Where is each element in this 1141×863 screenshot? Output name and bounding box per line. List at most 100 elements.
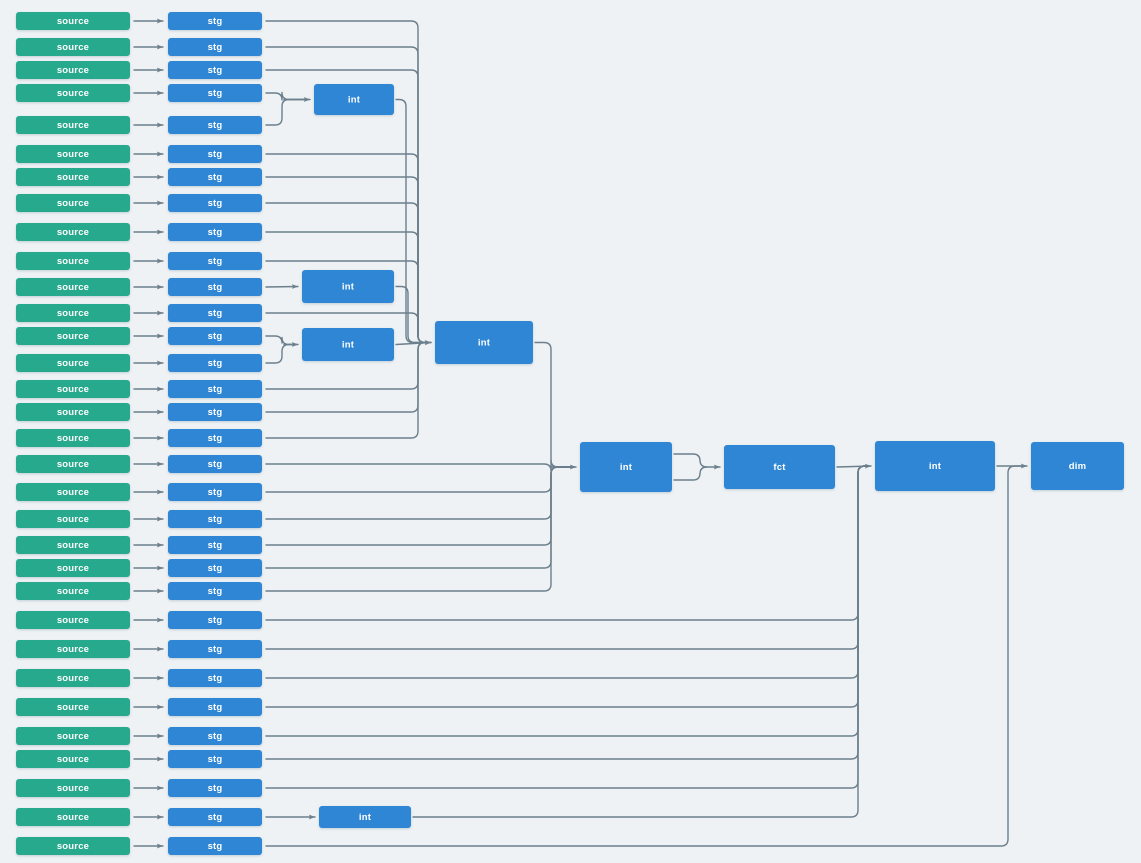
stg-node-14[interactable]: stg: [168, 380, 262, 398]
stg-node-31-rect[interactable]: [168, 837, 262, 855]
stg-node-12-rect[interactable]: [168, 327, 262, 345]
int-e-node[interactable]: int: [580, 442, 672, 492]
stg-node-5-rect[interactable]: [168, 145, 262, 163]
stg-node-18-rect[interactable]: [168, 483, 262, 501]
int-g-node[interactable]: int: [875, 441, 995, 491]
source-node-1[interactable]: source: [16, 38, 130, 56]
source-node-28-rect[interactable]: [16, 750, 130, 768]
stg-node-17-rect[interactable]: [168, 455, 262, 473]
stg-node-26-rect[interactable]: [168, 698, 262, 716]
stg-node-4[interactable]: stg: [168, 116, 262, 134]
stg-node-21[interactable]: stg: [168, 559, 262, 577]
source-node-23-rect[interactable]: [16, 611, 130, 629]
int-b-node-rect[interactable]: [302, 270, 394, 303]
dim-h-node-rect[interactable]: [1031, 442, 1124, 490]
int-e-node-rect[interactable]: [580, 442, 672, 492]
stg-node-10[interactable]: stg: [168, 278, 262, 296]
source-node-3[interactable]: source: [16, 84, 130, 102]
stg-node-27[interactable]: stg: [168, 727, 262, 745]
source-node-10-rect[interactable]: [16, 278, 130, 296]
stg-node-22-rect[interactable]: [168, 582, 262, 600]
source-node-29-rect[interactable]: [16, 779, 130, 797]
source-node-28[interactable]: source: [16, 750, 130, 768]
source-node-6[interactable]: source: [16, 168, 130, 186]
source-node-20-rect[interactable]: [16, 536, 130, 554]
int-i-node-rect[interactable]: [319, 806, 411, 828]
stg-node-25-rect[interactable]: [168, 669, 262, 687]
source-node-13[interactable]: source: [16, 354, 130, 372]
source-node-24[interactable]: source: [16, 640, 130, 658]
stg-node-15[interactable]: stg: [168, 403, 262, 421]
fct-f-node-rect[interactable]: [724, 445, 835, 489]
source-node-1-rect[interactable]: [16, 38, 130, 56]
stg-node-24[interactable]: stg: [168, 640, 262, 658]
source-node-13-rect[interactable]: [16, 354, 130, 372]
int-a-node[interactable]: int: [314, 84, 394, 115]
source-node-16[interactable]: source: [16, 429, 130, 447]
stg-node-22[interactable]: stg: [168, 582, 262, 600]
int-d-node[interactable]: int: [435, 321, 533, 364]
stg-node-29[interactable]: stg: [168, 779, 262, 797]
source-node-14[interactable]: source: [16, 380, 130, 398]
stg-node-23-rect[interactable]: [168, 611, 262, 629]
source-node-15[interactable]: source: [16, 403, 130, 421]
source-node-0-rect[interactable]: [16, 12, 130, 30]
source-node-19-rect[interactable]: [16, 510, 130, 528]
source-node-27[interactable]: source: [16, 727, 130, 745]
source-node-22[interactable]: source: [16, 582, 130, 600]
source-node-18[interactable]: source: [16, 483, 130, 501]
source-node-30-rect[interactable]: [16, 808, 130, 826]
stg-node-13-rect[interactable]: [168, 354, 262, 372]
source-node-9-rect[interactable]: [16, 252, 130, 270]
int-d-node-rect[interactable]: [435, 321, 533, 364]
source-node-26-rect[interactable]: [16, 698, 130, 716]
source-node-2[interactable]: source: [16, 61, 130, 79]
stg-node-4-rect[interactable]: [168, 116, 262, 134]
int-a-node-rect[interactable]: [314, 84, 394, 115]
stg-node-19-rect[interactable]: [168, 510, 262, 528]
stg-node-12[interactable]: stg: [168, 327, 262, 345]
source-node-24-rect[interactable]: [16, 640, 130, 658]
stg-node-16-rect[interactable]: [168, 429, 262, 447]
stg-node-31[interactable]: stg: [168, 837, 262, 855]
source-node-17-rect[interactable]: [16, 455, 130, 473]
stg-node-26[interactable]: stg: [168, 698, 262, 716]
source-node-6-rect[interactable]: [16, 168, 130, 186]
stg-node-23[interactable]: stg: [168, 611, 262, 629]
source-node-4[interactable]: source: [16, 116, 130, 134]
source-node-9[interactable]: source: [16, 252, 130, 270]
source-node-2-rect[interactable]: [16, 61, 130, 79]
source-node-4-rect[interactable]: [16, 116, 130, 134]
source-node-21[interactable]: source: [16, 559, 130, 577]
stg-node-21-rect[interactable]: [168, 559, 262, 577]
stg-node-6-rect[interactable]: [168, 168, 262, 186]
source-node-19[interactable]: source: [16, 510, 130, 528]
source-node-29[interactable]: source: [16, 779, 130, 797]
source-node-18-rect[interactable]: [16, 483, 130, 501]
stg-node-3[interactable]: stg: [168, 84, 262, 102]
stg-node-9-rect[interactable]: [168, 252, 262, 270]
source-node-11-rect[interactable]: [16, 304, 130, 322]
source-node-7-rect[interactable]: [16, 194, 130, 212]
stg-node-19[interactable]: stg: [168, 510, 262, 528]
fct-f-node[interactable]: fct: [724, 445, 835, 489]
stg-node-1[interactable]: stg: [168, 38, 262, 56]
source-node-17[interactable]: source: [16, 455, 130, 473]
source-node-8-rect[interactable]: [16, 223, 130, 241]
source-node-5-rect[interactable]: [16, 145, 130, 163]
stg-node-10-rect[interactable]: [168, 278, 262, 296]
stg-node-30[interactable]: stg: [168, 808, 262, 826]
stg-node-18[interactable]: stg: [168, 483, 262, 501]
dim-h-node[interactable]: dim: [1031, 442, 1124, 490]
stg-node-8[interactable]: stg: [168, 223, 262, 241]
source-node-0[interactable]: source: [16, 12, 130, 30]
source-node-10[interactable]: source: [16, 278, 130, 296]
stg-node-14-rect[interactable]: [168, 380, 262, 398]
source-node-14-rect[interactable]: [16, 380, 130, 398]
stg-node-27-rect[interactable]: [168, 727, 262, 745]
source-node-11[interactable]: source: [16, 304, 130, 322]
source-node-27-rect[interactable]: [16, 727, 130, 745]
stg-node-16[interactable]: stg: [168, 429, 262, 447]
source-node-31[interactable]: source: [16, 837, 130, 855]
stg-node-6[interactable]: stg: [168, 168, 262, 186]
